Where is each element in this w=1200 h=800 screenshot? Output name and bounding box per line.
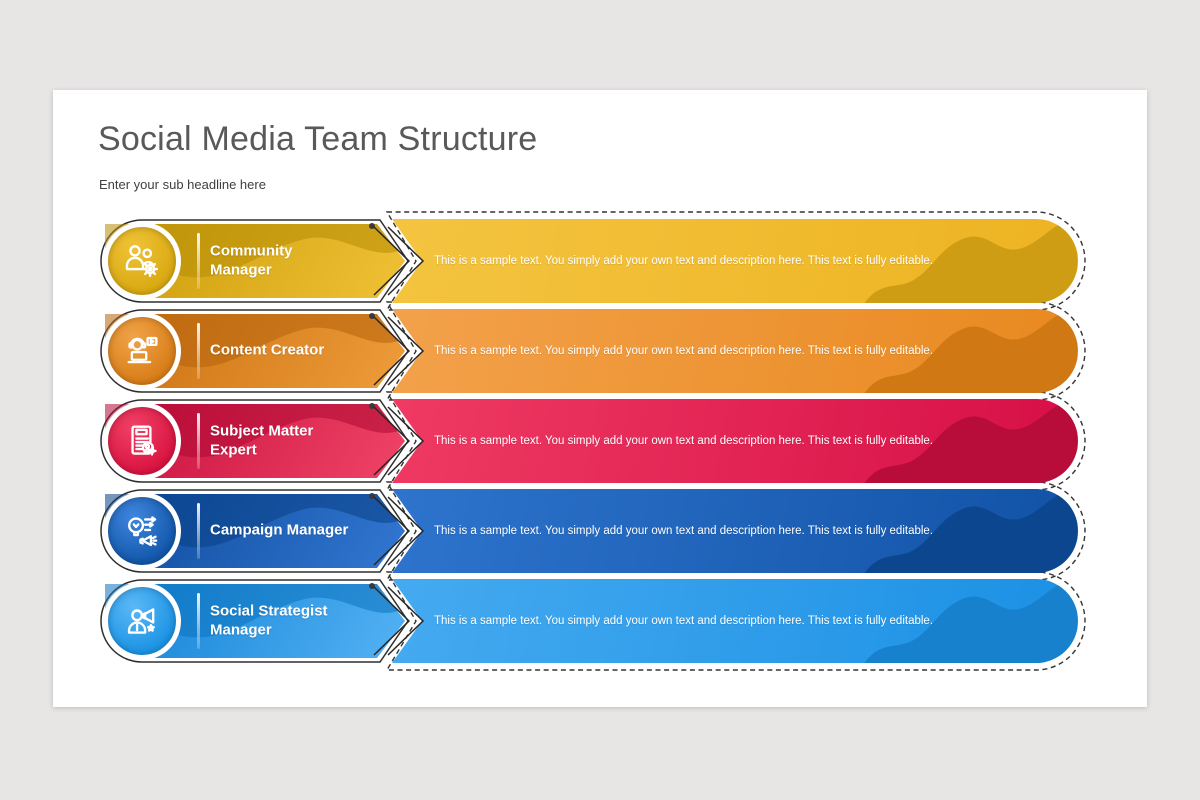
description-pill: This is a sample text. You simply add yo… <box>392 399 1078 483</box>
role-label: Social Strategist Manager <box>210 602 328 638</box>
campaign-manager-icon <box>128 516 158 547</box>
dashed-outline <box>385 571 1086 671</box>
description-pill: This is a sample text. You simply add yo… <box>392 489 1078 573</box>
band-divider <box>197 413 200 469</box>
role-icon-circle <box>103 402 181 480</box>
content-creator-icon <box>127 336 158 364</box>
band-divider <box>197 503 200 559</box>
pill-wave-shape <box>865 311 1078 393</box>
social-strategist-manager-icon <box>127 608 155 634</box>
community-manager-icon <box>125 245 159 278</box>
team-row: This is a sample text. You simply add yo… <box>100 481 1100 581</box>
description-pill: This is a sample text. You simply add yo… <box>392 219 1078 303</box>
description-pill: This is a sample text. You simply add yo… <box>392 579 1078 663</box>
role-icon-circle <box>103 312 181 390</box>
role-icon-circle <box>103 582 181 660</box>
team-row: This is a sample text. You simply add yo… <box>100 391 1100 491</box>
pill-wave-shape <box>865 221 1078 303</box>
description-text: This is a sample text. You simply add yo… <box>434 435 934 447</box>
band-divider <box>197 593 200 649</box>
band-divider <box>197 323 200 379</box>
role-label: Community Manager <box>210 242 293 278</box>
page-title: Social Media Team Structure <box>98 120 538 158</box>
slide: Social Media Team Structure Enter your s… <box>53 90 1147 707</box>
description-text: This is a sample text. You simply add yo… <box>434 345 934 357</box>
description-text: This is a sample text. You simply add yo… <box>434 525 934 537</box>
role-label: Content Creator <box>210 341 325 359</box>
subject-matter-expert-icon <box>131 425 157 456</box>
band-divider <box>197 233 200 289</box>
pill-wave-shape <box>865 401 1078 483</box>
team-structure-list: This is a sample text. You simply add yo… <box>100 211 1100 671</box>
page-subtitle: Enter your sub headline here <box>99 177 266 192</box>
description-text: This is a sample text. You simply add yo… <box>434 615 934 627</box>
pill-wave-shape <box>865 491 1078 573</box>
role-label: Campaign Manager <box>210 521 349 539</box>
description-pill: This is a sample text. You simply add yo… <box>392 309 1078 393</box>
team-row: This is a sample text. You simply add yo… <box>100 301 1100 401</box>
role-icon-circle <box>103 492 181 570</box>
team-row: This is a sample text. You simply add yo… <box>100 571 1100 671</box>
role-label: Subject Matter Expert <box>210 422 314 458</box>
role-icon-circle <box>103 222 181 300</box>
pill-wave-shape <box>865 581 1078 663</box>
team-row: This is a sample text. You simply add yo… <box>100 211 1100 311</box>
description-text: This is a sample text. You simply add yo… <box>434 255 934 267</box>
